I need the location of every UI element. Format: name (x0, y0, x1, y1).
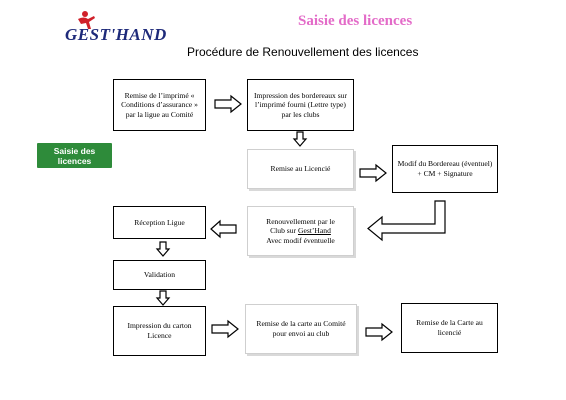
arrow-down-icon (155, 290, 171, 306)
step-validation: Validation (113, 260, 206, 290)
step-impression-bordereaux-text: Impression des bordereaux sur l’imprimé … (254, 90, 347, 119)
step-reception-ligue: Réception Ligue (113, 206, 206, 239)
step-remise-carte-comite: Remise de la carte au Comité pour envoi … (245, 304, 357, 354)
step-remise-carte-comite-text: Remise de la carte au Comité pour envoi … (256, 319, 346, 338)
step-remise-carte-licencie-text: Remise de la Carte au licencié (416, 318, 483, 337)
step-modif-bordereau-text: Modif du Bordereau (éventuel) + CM + Sig… (397, 159, 493, 178)
renouvellement-gesthand: Gest’Hand (297, 226, 331, 236)
renouvellement-line3: Avec modif éventuelle (266, 235, 335, 245)
step-remise-licencie-text: Remise au Licencié (270, 164, 331, 174)
renouvellement-club-sur: Club sur (270, 226, 297, 236)
step-remise-imprime-text: Remise de l’imprimé « Conditions d’assur… (121, 90, 198, 119)
arrow-right-icon (365, 322, 393, 342)
arrow-left-icon (210, 219, 237, 239)
step-remise-imprime: Remise de l’imprimé « Conditions d’assur… (113, 79, 206, 131)
step-reception-ligue-text: Réception Ligue (134, 217, 185, 227)
step-modif-bordereau: Modif du Bordereau (éventuel) + CM + Sig… (392, 145, 498, 193)
step-validation-text: Validation (143, 270, 176, 280)
page-title: Saisie des licences (298, 13, 413, 29)
page-subtitle: Procédure de Renouvellement des licences (187, 45, 419, 59)
step-renouvellement: Renouvellement par le Club sur Gest’Hand… (247, 206, 354, 256)
step-renouvellement-text: Renouvellement par le Club sur Gest’Hand… (266, 217, 335, 246)
step-impression-carton-text: Impression du carton Licence (127, 321, 192, 340)
arrow-right-icon (211, 319, 239, 339)
arrow-right-icon (214, 94, 242, 114)
step-remise-licencie: Remise au Licencié (247, 149, 354, 189)
arrow-right-icon (359, 163, 387, 183)
renouvellement-line1: Renouvellement par le (266, 216, 335, 226)
arrow-down-icon (155, 241, 171, 257)
saisie-licences-button[interactable]: Saisie des licences (37, 143, 112, 168)
step-impression-carton: Impression du carton Licence (113, 306, 206, 356)
gesthand-logo-icon (78, 11, 95, 29)
step-remise-carte-licencie: Remise de la Carte au licencié (401, 303, 498, 353)
bent-arrow-icon (367, 200, 446, 242)
arrow-down-icon (292, 131, 308, 147)
brand-logo: GEST'HAND (65, 25, 167, 44)
step-impression-bordereaux: Impression des bordereaux sur l’imprimé … (247, 79, 354, 131)
